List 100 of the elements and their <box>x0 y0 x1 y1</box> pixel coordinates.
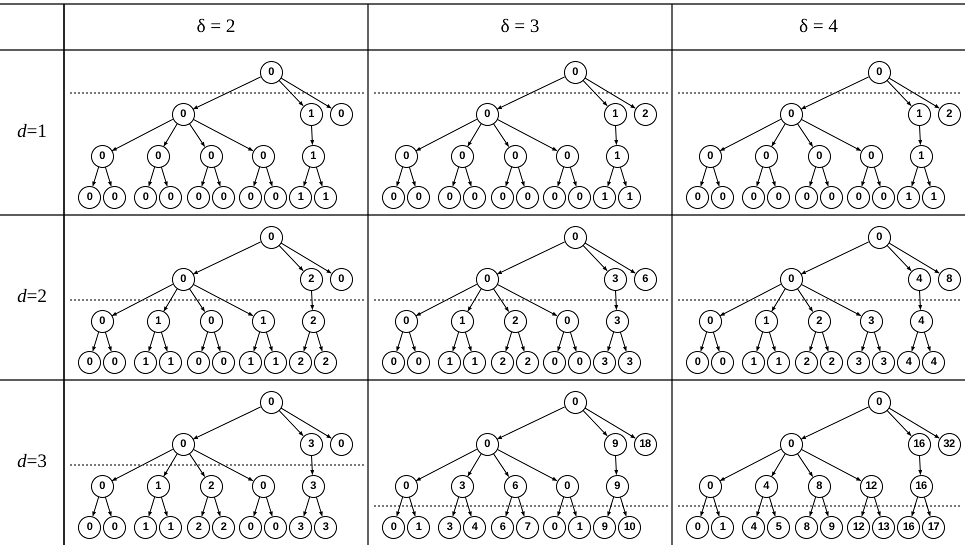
column-header: δ = 3 <box>500 14 540 39</box>
tree-node: 0 <box>78 516 101 538</box>
tree-node: 2 <box>820 350 843 374</box>
tree-node: 0 <box>264 516 287 538</box>
arrow <box>192 241 262 275</box>
tree-node: 3 <box>860 310 882 332</box>
tree-node: 0 <box>90 474 114 498</box>
arrow <box>104 166 112 186</box>
tree-node: 0 <box>686 516 709 538</box>
arrow <box>796 288 814 312</box>
tree-node: 1 <box>897 186 920 208</box>
arrow <box>467 453 482 477</box>
tree-node: 3 <box>604 268 626 290</box>
tree-node: 6 <box>491 516 514 538</box>
row-header: d=2 <box>17 285 47 310</box>
arrow <box>584 77 636 109</box>
arrow <box>505 496 512 516</box>
tree-node: 2 <box>795 350 818 374</box>
arrow <box>266 496 273 516</box>
tree-node: 0 <box>394 144 418 168</box>
tree-node: 0 <box>780 268 802 290</box>
tree-node: 0 <box>330 268 352 290</box>
arrow <box>700 166 708 186</box>
arrow <box>192 284 254 316</box>
arrow <box>809 332 816 352</box>
tree-node: 3 <box>450 474 474 498</box>
arrow <box>280 407 332 439</box>
arrow <box>720 118 782 152</box>
arrow <box>496 448 558 482</box>
arrow <box>822 496 829 516</box>
arrow <box>160 166 168 186</box>
tree-node: 0 <box>698 310 722 332</box>
tree-node: 2 <box>491 350 514 374</box>
tree-node: 0 <box>463 186 486 208</box>
tree-node: 1 <box>252 310 274 332</box>
tree-node: 6 <box>634 268 656 290</box>
arrow <box>861 332 868 352</box>
tree-node: 0 <box>808 144 830 168</box>
arrow <box>712 496 720 516</box>
arrow <box>584 407 636 439</box>
arrow <box>148 166 156 186</box>
arrow <box>310 124 314 146</box>
tree-node: 2 <box>187 516 210 538</box>
arrow <box>768 332 776 352</box>
tree-node: 0 <box>568 186 591 208</box>
tree-node: 1 <box>146 474 170 498</box>
arrow <box>607 496 614 516</box>
tree-node: 0 <box>212 350 235 374</box>
tree-node: 0 <box>780 432 802 456</box>
tree-node: 0 <box>382 186 405 208</box>
tree-node: 1 <box>568 516 591 538</box>
tree-node: 18 <box>634 432 656 456</box>
tree-node: 0 <box>543 516 566 538</box>
arrow <box>416 448 478 482</box>
arrow <box>557 332 564 352</box>
arrow <box>408 496 416 516</box>
arrow <box>396 332 404 352</box>
tree-node: 4 <box>908 268 930 290</box>
tree-node: 0 <box>711 350 734 374</box>
tree-node: 1 <box>314 186 337 208</box>
arrow <box>888 242 940 274</box>
tree-node: 0 <box>382 516 405 538</box>
tree-node: 1 <box>134 350 157 374</box>
tree-node: 0 <box>146 144 170 168</box>
tree-node: 3 <box>606 310 628 332</box>
arrow <box>464 496 472 516</box>
tree-node: 0 <box>103 186 126 208</box>
arrow <box>570 496 577 516</box>
tree-node: 1 <box>438 350 461 374</box>
tree-node: 3 <box>438 516 461 538</box>
arrow <box>768 166 776 186</box>
arrow <box>800 284 862 316</box>
tree-node: 1 <box>908 102 930 126</box>
tree-node: 0 <box>868 390 890 414</box>
tree-node: 13 <box>872 516 895 538</box>
tree-node: 3 <box>300 432 322 456</box>
arrow <box>253 496 260 516</box>
tree-node: 0 <box>200 310 222 332</box>
column-header: δ = 2 <box>196 14 236 39</box>
tree-node: 0 <box>159 186 182 208</box>
tree-node: 0 <box>556 310 578 332</box>
tree-node: 1 <box>302 144 324 168</box>
arrow <box>822 332 829 352</box>
arrow <box>496 241 566 275</box>
arrow <box>570 332 577 352</box>
arrow <box>396 496 404 516</box>
arrow <box>822 166 829 186</box>
arrow <box>607 166 614 186</box>
arrow <box>620 166 627 186</box>
arrow <box>278 80 304 106</box>
tree-node: 9 <box>820 516 843 538</box>
tree-node: 3 <box>302 474 324 498</box>
tree-node: 2 <box>504 310 526 332</box>
tree-node: 2 <box>200 474 222 498</box>
arrow <box>874 166 881 186</box>
tree-node: 0 <box>260 226 282 248</box>
arrow <box>92 496 100 516</box>
arrow <box>582 244 608 272</box>
tree-node: 0 <box>556 474 578 498</box>
arrow <box>720 448 782 482</box>
